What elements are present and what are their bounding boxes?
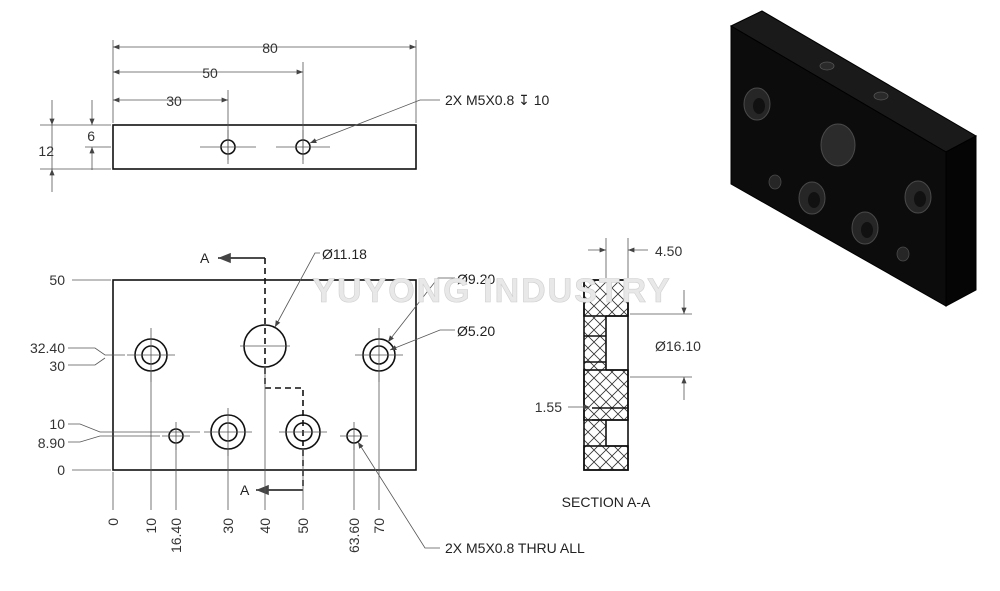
section-hatch-bottom — [583, 445, 629, 471]
dim-label-80: 80 — [262, 40, 278, 56]
thru-callout-leader — [357, 441, 440, 549]
tap-callout-label: 2X M5X0.8 ↧ 10 — [445, 92, 550, 108]
x-label-10: 10 — [143, 518, 159, 534]
isometric-part-render — [729, 10, 978, 307]
x-label-0: 0 — [105, 518, 121, 526]
hole-center-large — [240, 324, 290, 368]
section-mark-top: A — [200, 250, 210, 266]
y-label-0: 0 — [57, 462, 65, 478]
y-label-30: 30 — [49, 358, 65, 374]
dim-label-6: 6 — [87, 128, 95, 144]
dim-label-12: 12 — [38, 143, 54, 159]
dia-callout-5-20: Ø5.20 — [457, 323, 495, 339]
dim-label-30: 30 — [166, 93, 182, 109]
dia-callout-11-18: Ø11.18 — [322, 246, 367, 262]
tap-callout-leader — [309, 99, 440, 144]
x-label-70: 70 — [371, 518, 387, 534]
y-label-10: 10 — [49, 416, 65, 432]
top-view-outline — [112, 124, 417, 170]
hole-lower-cbore-1 — [204, 408, 252, 456]
y-label-8-90: 8.90 — [38, 435, 65, 451]
dia-callout-9-20: Ø9.20 — [457, 271, 495, 287]
thru-callout-label: 2X M5X0.8 THRU ALL — [445, 540, 585, 556]
hole-lower-cbore-2 — [279, 414, 327, 450]
section-mark-bottom: A — [240, 482, 250, 498]
dim-label-4-50: 4.50 — [655, 243, 682, 259]
section-outline — [583, 279, 629, 471]
watermark-text: YUYONG INDUSTRY — [312, 272, 671, 310]
x-label-16-40: 16.40 — [168, 518, 184, 553]
dim-label-50: 50 — [202, 65, 218, 81]
section-view: 4.50 Ø16.10 1.55 SECTION A-A — [535, 238, 701, 510]
section-hatch-middle — [583, 369, 629, 421]
dim-label-1-55: 1.55 — [535, 399, 562, 415]
x-label-50: 50 — [295, 518, 311, 534]
section-title: SECTION A-A — [562, 494, 651, 510]
front-view: A A — [30, 246, 585, 556]
top-view: 80 50 30 12 6 2X M5X0.8 ↧ 10 — [38, 40, 550, 192]
y-label-50: 50 — [49, 272, 65, 288]
dim-label-16-10: Ø16.10 — [655, 338, 701, 354]
y-label-32-40: 32.40 — [30, 340, 65, 356]
x-label-30: 30 — [220, 518, 236, 534]
x-label-63-60: 63.60 — [346, 518, 362, 553]
x-label-40: 40 — [257, 518, 273, 534]
section-cut-line — [264, 258, 304, 490]
